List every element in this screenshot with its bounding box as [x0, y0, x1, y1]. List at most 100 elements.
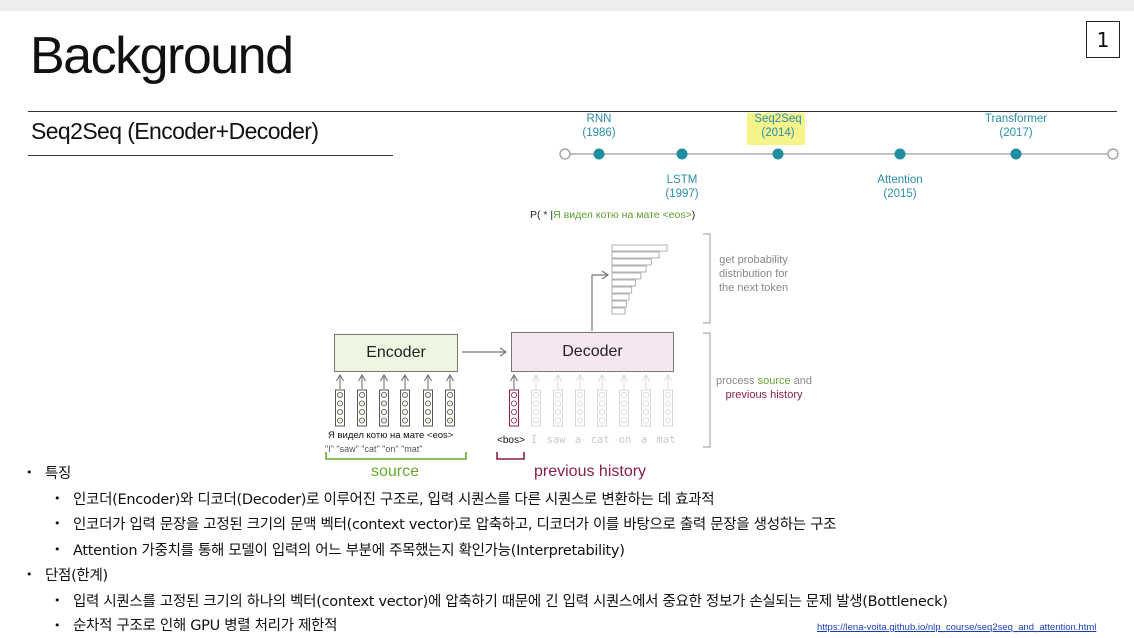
- decoder-input-arrowhead: [641, 373, 651, 382]
- encoder-input-arrowhead: [423, 373, 433, 382]
- embedding-cell: [621, 408, 628, 415]
- decoder-input-arrowhead: [553, 373, 563, 382]
- process-note-post: and: [790, 375, 813, 387]
- prob-bar: [611, 272, 642, 280]
- encoder-box: Encoder: [334, 334, 458, 372]
- probability-note: get probability distribution for the nex…: [719, 253, 788, 295]
- probability-bracket: [703, 233, 711, 324]
- bullet-limitation-1: 입력 시퀀스를 고정된 크기의 하나의 벡터(context vector)에 …: [73, 594, 948, 610]
- bos-token: <bos>: [497, 435, 525, 446]
- embedding-cell: [510, 408, 517, 415]
- source-embedding: [423, 389, 433, 427]
- bullet-dot: •: [54, 594, 61, 607]
- embedding-cell: [599, 400, 606, 407]
- embedding-cell: [358, 417, 365, 424]
- process-note-pre: process: [716, 375, 758, 387]
- bullet-limitations: 단점(한계): [45, 568, 108, 584]
- embedding-cell: [621, 391, 628, 398]
- embedding-cell: [401, 417, 408, 424]
- embedding-cell: [401, 400, 408, 407]
- embedding-cell: [533, 417, 540, 424]
- decoder-input-arrowhead: [531, 373, 541, 382]
- embedding-cell: [380, 391, 387, 398]
- embedding-cell: [424, 408, 431, 415]
- history-embedding: [663, 389, 673, 427]
- embedding-cell: [358, 408, 365, 415]
- history-embedding: [509, 389, 519, 427]
- probability-formula: P( * |Я видел котю на мате <eos>): [530, 209, 695, 221]
- embedding-cell: [336, 400, 343, 407]
- bullet-feature-3: Attention 가중치를 통해 모델이 입력의 어느 부분에 주목했는지 확…: [73, 543, 625, 559]
- slide-title: Background: [30, 27, 294, 85]
- history-embedding: [553, 389, 563, 427]
- embedding-cell: [336, 408, 343, 415]
- encoder-input-arrowhead: [400, 373, 410, 382]
- source-embedding: [335, 389, 345, 427]
- decoder-output-arrow: [591, 274, 608, 331]
- source-embedding: [445, 389, 455, 427]
- history-embedding: [575, 389, 585, 427]
- decoder-box: Decoder: [511, 332, 674, 372]
- embedding-cell: [555, 408, 562, 415]
- history-embedding: [597, 389, 607, 427]
- history-bracket: [496, 452, 525, 460]
- prob-bar: [611, 279, 637, 287]
- decoder-input-arrowhead: [597, 373, 607, 382]
- embedding-cell: [665, 400, 672, 407]
- process-note-line-2: previous history: [725, 389, 803, 401]
- embedding-cell: [510, 417, 517, 424]
- prob-suffix: ): [691, 209, 696, 221]
- decoder-input-arrowhead: [575, 373, 585, 382]
- prob-bar: [611, 286, 633, 294]
- embedding-cell: [336, 391, 343, 398]
- prob-bar: [611, 307, 626, 315]
- embedding-cell: [510, 391, 517, 398]
- bullet-features: 특징: [45, 466, 72, 482]
- bullet-dot: •: [54, 543, 61, 556]
- history-tokens: I saw a cat on a mat: [531, 434, 676, 446]
- history-embedding: [619, 389, 629, 427]
- page-number: 1: [1086, 21, 1120, 58]
- seq2seq-diagram: P( * |Я видел котю на мате <eos>) get pr…: [325, 209, 812, 480]
- context-arrowhead: [499, 347, 508, 357]
- embedding-cell: [599, 391, 606, 398]
- embedding-cell: [424, 400, 431, 407]
- embedding-cell: [533, 391, 540, 398]
- embedding-cell: [643, 400, 650, 407]
- source-label: source: [371, 463, 420, 480]
- probability-note-line-3: the next token: [719, 282, 789, 294]
- title-divider: [28, 111, 1117, 112]
- embedding-cell: [533, 400, 540, 407]
- source-embedding: [379, 389, 389, 427]
- source-translation: "I" "saw" "cat" "on" "mat": [325, 444, 423, 454]
- embedding-cell: [577, 408, 584, 415]
- bullet-dot: •: [26, 568, 33, 581]
- embedding-cell: [665, 408, 672, 415]
- process-note: process source and previous history: [716, 374, 812, 402]
- prob-context: Я видел котю на мате <eos>: [553, 209, 692, 221]
- embedding-cell: [424, 417, 431, 424]
- embedding-cell: [643, 417, 650, 424]
- embedding-cell: [336, 417, 343, 424]
- embedding-cell: [599, 417, 606, 424]
- embedding-cell: [577, 417, 584, 424]
- embedding-cell: [446, 391, 453, 398]
- embedding-cell: [577, 391, 584, 398]
- embedding-cell: [446, 400, 453, 407]
- embedding-cell: [665, 391, 672, 398]
- bullet-feature-1: 인코더(Encoder)와 디코더(Decoder)로 이루어진 구조로, 입력…: [73, 492, 715, 508]
- source-link[interactable]: https://lena-voita.github.io/nlp_course/…: [817, 622, 1097, 633]
- bullet-limitation-2: 순차적 구조로 인해 GPU 병렬 처리가 제한적: [73, 618, 338, 634]
- bullet-dot: •: [54, 492, 61, 505]
- embedding-cell: [380, 400, 387, 407]
- slide-subtitle: Seq2Seq (Encoder+Decoder): [31, 118, 319, 144]
- embedding-cell: [555, 391, 562, 398]
- bullet-feature-2: 인코더가 입력 문장을 고정된 크기의 문맥 벡터(context vector…: [73, 517, 837, 533]
- decoder-input-arrowhead: [663, 373, 673, 382]
- probability-note-line-2: distribution for: [719, 268, 789, 280]
- embedding-cell: [424, 391, 431, 398]
- history-embedding: [531, 389, 541, 427]
- prob-bar: [611, 244, 668, 252]
- bullet-dot: •: [54, 619, 61, 632]
